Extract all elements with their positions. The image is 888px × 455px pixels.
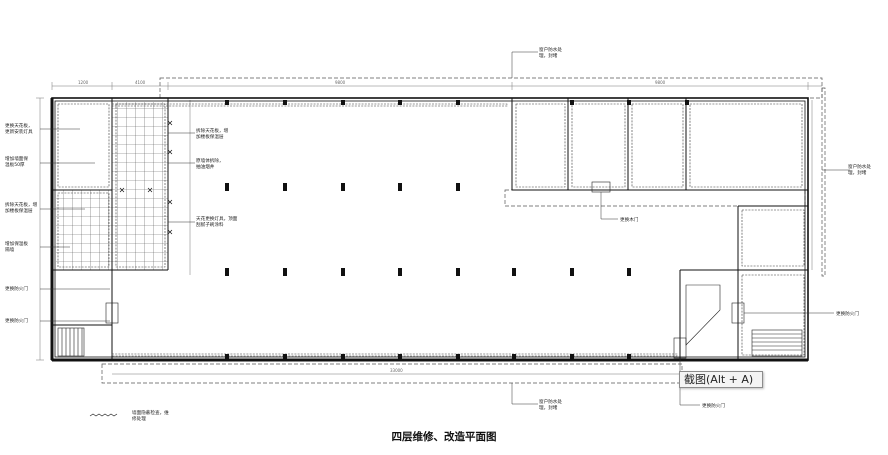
stairs-right — [685, 284, 803, 357]
interior-partitions — [52, 98, 808, 360]
dim-top-3: 9800 — [335, 80, 346, 85]
note-left-insulation-1: 增加墙面保 — [5, 155, 28, 162]
demolition-marks — [119, 120, 173, 235]
note-mid-ceiling-1: 拆除天花板，增 — [196, 127, 229, 134]
dashed-bottom-band — [101, 363, 683, 384]
legend-text-1: 墙面隐蔽检查，维 — [132, 409, 169, 416]
note-bottom-window-1: 窗户防水处 — [539, 398, 562, 405]
note-top-window-2: 理，封堵 — [539, 52, 558, 59]
left-fire-door-mark — [105, 302, 119, 324]
drawing-title: 四层维修、改造平面图 — [392, 430, 497, 443]
note-left-fire-door-2: 更换防火门 — [5, 317, 28, 324]
grid-ceiling-area-1 — [112, 102, 168, 270]
stairs-left — [57, 327, 85, 357]
exterior-walls — [50, 97, 809, 362]
note-left-ceiling-2: 更新安装灯具 — [5, 128, 33, 135]
note-top-window-1: 窗户防水处 — [539, 46, 562, 53]
dim-top-2: 4100 — [135, 80, 146, 85]
dimension-lines — [36, 82, 822, 375]
dashed-top-band — [159, 77, 823, 99]
dashed-boundaries — [101, 77, 826, 384]
note-left-ceiling2-2: 加楼板保温层 — [5, 207, 33, 214]
leader-lines — [40, 51, 850, 406]
note-left-insulation-2: 温板50厚 — [5, 161, 25, 168]
dim-bottom: 33000 — [390, 368, 403, 373]
doors — [105, 181, 745, 359]
note-mid-demolish-1: 原墙体拆除， — [196, 157, 224, 164]
legend-text-2: 修处理 — [132, 415, 146, 422]
screenshot-tooltip: 截图(Alt + A) — [679, 371, 763, 388]
grid-ceiling-area-2 — [56, 190, 112, 270]
note-mid-demolish-2: 抽油烟井 — [196, 163, 215, 170]
dashed-mid-band — [504, 189, 806, 207]
note-mid-lamp-1: 天花更换灯具，顶面 — [196, 215, 238, 222]
note-right-fire-door: 更换防火门 — [836, 310, 859, 317]
legend-zigzag-symbol — [89, 413, 118, 417]
note-bottom-window-2: 理，封堵 — [539, 404, 558, 411]
columns — [225, 100, 689, 359]
note-mid-lamp-2: 刮腻子刷涂料 — [196, 221, 224, 228]
dashed-right-band — [821, 87, 826, 277]
dim-top-1: 1200 — [78, 80, 89, 85]
zigzag-rooms — [57, 103, 805, 357]
note-bottom-fire-door: 更换防火门 — [702, 402, 725, 409]
note-left-ceiling2-1: 拆除天花板，增 — [5, 201, 38, 208]
note-left-fire-door-1: 更换防火门 — [5, 285, 28, 292]
note-left-wall-insul-2: 隔墙 — [5, 246, 15, 253]
note-left-ceiling-1: 更换天花板， — [5, 122, 33, 129]
note-wood-door: 更换木门 — [620, 216, 639, 223]
note-right-window-2: 理，封堵 — [848, 169, 867, 176]
dim-top-4: 9800 — [655, 80, 666, 85]
note-mid-ceiling-2: 加楼板保温层 — [196, 133, 224, 140]
note-left-wall-insul-1: 增加保温板 — [5, 240, 28, 247]
note-right-window-1: 窗户防水处 — [848, 163, 871, 170]
